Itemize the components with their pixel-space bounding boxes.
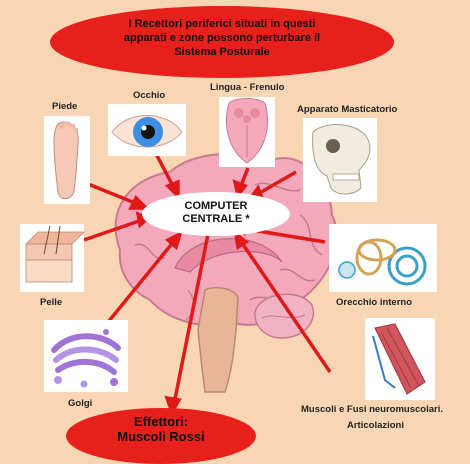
inner-ear-image [329, 224, 437, 292]
skull-image [303, 118, 377, 202]
title-line: Sistema Posturale [174, 46, 270, 58]
title-line: I Recettori periferici situati in questi [128, 18, 316, 30]
effector-line: Effettori: [133, 414, 189, 429]
effector-banner [66, 408, 256, 464]
central-computer-bubble [142, 192, 290, 236]
foot-image [44, 116, 90, 204]
eye-image [108, 104, 186, 156]
label-occhio: Occhio [133, 90, 166, 101]
label-masticatorio: Apparato Masticatorio [297, 104, 398, 115]
tongue-image [219, 97, 275, 167]
muscle-image [365, 318, 435, 400]
effector-line: Muscoli Rossi [117, 429, 205, 444]
center-line: CENTRALE * [182, 213, 250, 225]
golgi-image [44, 320, 128, 392]
skin-image [20, 224, 84, 292]
label-piede: Piede [52, 101, 78, 112]
label-lingua: Lingua - Frenulo [210, 82, 285, 93]
label-golgi: Golgi [68, 398, 93, 409]
effector-text: Effettori: Muscoli Rossi [66, 414, 256, 444]
title-line: apparati e zone possono perturbare il [123, 32, 321, 44]
title-text: I Recettori periferici situati in questi… [84, 17, 360, 59]
label-muscoli: Muscoli e Fusi neuromuscolari. [301, 404, 444, 415]
label-pelle: Pelle [40, 297, 63, 308]
title-banner [50, 6, 394, 78]
center-line: COMPUTER [184, 200, 248, 212]
label-orecchio: Orecchio interno [336, 297, 413, 308]
label-articolazioni: Articolazioni [347, 420, 405, 431]
central-computer-label: COMPUTER CENTRALE * [142, 200, 290, 226]
